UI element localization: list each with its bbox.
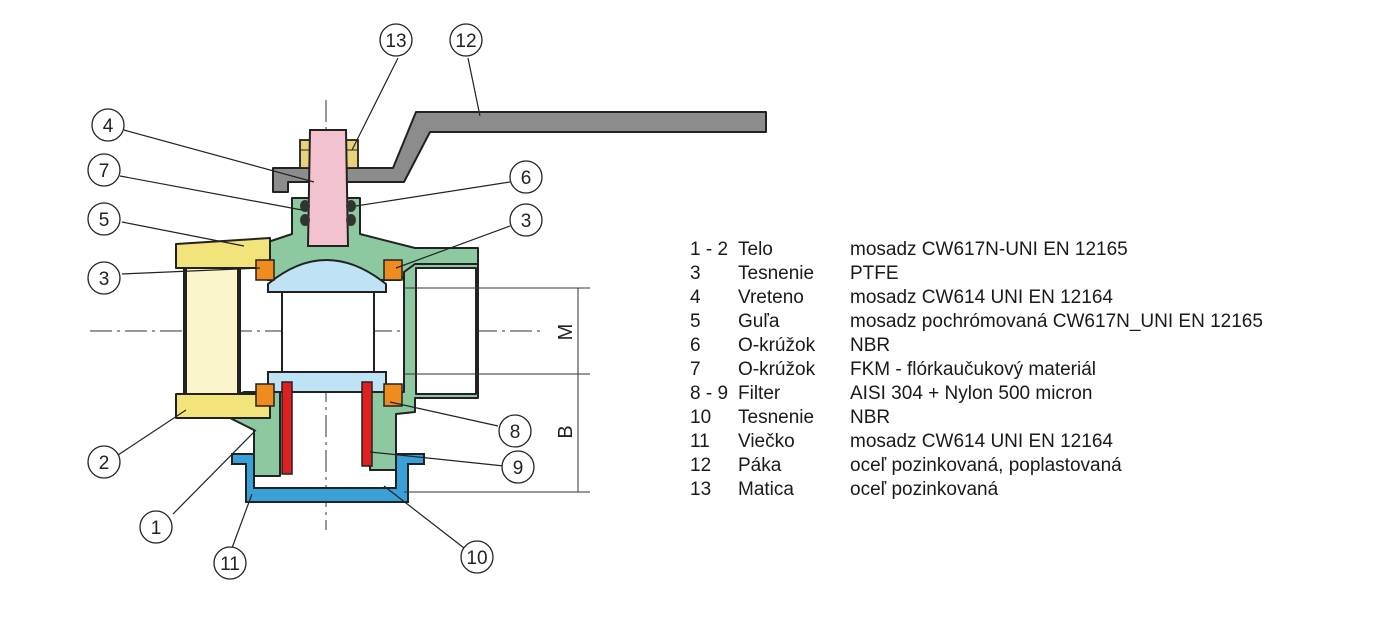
part-name: Tesnenie <box>738 263 815 284</box>
part-material: AISI 304 + Nylon 500 micron <box>850 383 1093 404</box>
legend-row: 11 Viečko mosadz CW614 UNI EN 12164 <box>690 430 1263 454</box>
part-number: 5 <box>690 311 701 332</box>
lever <box>272 111 767 193</box>
callout-10: 10 <box>460 540 494 574</box>
callout-13: 13 <box>379 23 413 57</box>
legend-row: 13 Matica oceľ pozinkovaná <box>690 478 1263 502</box>
part-name: O-krúžok <box>738 335 816 356</box>
callout-4: 4 <box>91 108 125 142</box>
svg-text:6: 6 <box>521 168 532 189</box>
callout-5: 5 <box>87 202 121 236</box>
part-number: 11 <box>690 431 710 452</box>
cap <box>231 453 425 503</box>
callout-6: 6 <box>509 160 543 194</box>
legend-row: 7 O-krúžok FKM - flórkaučukový materiál <box>690 358 1263 382</box>
dimension-label-b: B <box>555 425 577 438</box>
part-name: Vreteno <box>738 287 804 308</box>
svg-text:3: 3 <box>99 269 110 290</box>
dimension-lines <box>404 287 590 493</box>
callout-7: 7 <box>87 153 121 187</box>
valve-stem <box>306 129 350 247</box>
part-name: Guľa <box>738 311 780 332</box>
part-material: NBR <box>850 335 891 356</box>
part-number: 1 - 2 <box>690 239 729 260</box>
part-material: oceľ pozinkovaná <box>850 479 999 500</box>
callout-1: 1 <box>139 510 173 544</box>
part-material: mosadz CW614 UNI EN 12164 <box>850 431 1113 452</box>
svg-text:8: 8 <box>510 422 521 443</box>
leader-lines <box>117 57 511 549</box>
legend-row: 12 Páka oceľ pozinkovaná, poplastovaná <box>690 454 1263 478</box>
part-name: O-krúžok <box>738 359 816 380</box>
svg-text:12: 12 <box>455 31 476 52</box>
legend-row: 5 Guľa mosadz pochrómovaná CW617N_UNI EN… <box>690 310 1263 334</box>
part-name: Telo <box>738 239 773 260</box>
svg-text:9: 9 <box>513 458 524 479</box>
ball <box>267 259 387 393</box>
part-name: Tesnenie <box>738 407 815 428</box>
part-number: 7 <box>690 359 701 380</box>
part-name: Filter <box>738 383 781 404</box>
part-material: mosadz pochrómovaná CW617N_UNI EN 12165 <box>850 311 1263 332</box>
end-connector <box>175 237 271 419</box>
part-name: Páka <box>738 455 782 476</box>
legend-row: 10 Tesnenie NBR <box>690 406 1263 430</box>
part-number: 10 <box>690 407 712 428</box>
svg-text:13: 13 <box>385 31 406 52</box>
svg-text:2: 2 <box>99 453 110 474</box>
legend-row: 4 Vreteno mosadz CW614 UNI EN 12164 <box>690 286 1263 310</box>
svg-text:10: 10 <box>466 548 487 569</box>
legend-row: 8 - 9 Filter AISI 304 + Nylon 500 micron <box>690 382 1263 406</box>
legend-row: 3 Tesnenie PTFE <box>690 262 1263 286</box>
part-material: mosadz CW614 UNI EN 12164 <box>850 287 1113 308</box>
callout-9: 9 <box>501 450 535 484</box>
ptfe-seals <box>255 259 403 407</box>
part-material: NBR <box>850 407 891 428</box>
callout-3-left: 3 <box>87 261 121 295</box>
part-material: FKM - flórkaučukový materiál <box>850 359 1097 380</box>
svg-text:7: 7 <box>99 161 110 182</box>
filter <box>281 381 373 475</box>
part-material: oceľ pozinkovaná, poplastovaná <box>850 455 1122 476</box>
legend-row: 6 O-krúžok NBR <box>690 334 1263 358</box>
part-material: mosadz CW617N-UNI EN 12165 <box>850 239 1128 260</box>
part-number: 13 <box>690 479 712 500</box>
callout-12: 12 <box>449 23 483 57</box>
svg-text:3: 3 <box>521 211 532 232</box>
dimension-label-m: M <box>555 324 577 341</box>
callout-3-right: 3 <box>509 203 543 237</box>
part-number: 3 <box>690 263 701 284</box>
part-number: 8 - 9 <box>690 383 729 404</box>
legend-row: 1 - 2 Telo mosadz CW617N-UNI EN 12165 <box>690 238 1263 262</box>
part-number: 12 <box>690 455 712 476</box>
callout-8: 8 <box>498 414 532 448</box>
part-material: PTFE <box>850 263 899 284</box>
callout-11: 11 <box>213 546 247 580</box>
svg-text:4: 4 <box>103 116 114 137</box>
svg-text:1: 1 <box>151 518 162 539</box>
part-number: 6 <box>690 335 701 356</box>
parts-legend: 1 - 2 Telo mosadz CW617N-UNI EN 12165 3 … <box>690 238 1263 502</box>
svg-text:5: 5 <box>99 210 110 231</box>
callout-2: 2 <box>87 445 121 479</box>
part-name: Matica <box>738 479 794 500</box>
o-rings <box>300 200 356 226</box>
part-name: Viečko <box>738 431 795 452</box>
svg-text:11: 11 <box>220 554 240 575</box>
part-number: 4 <box>690 287 701 308</box>
